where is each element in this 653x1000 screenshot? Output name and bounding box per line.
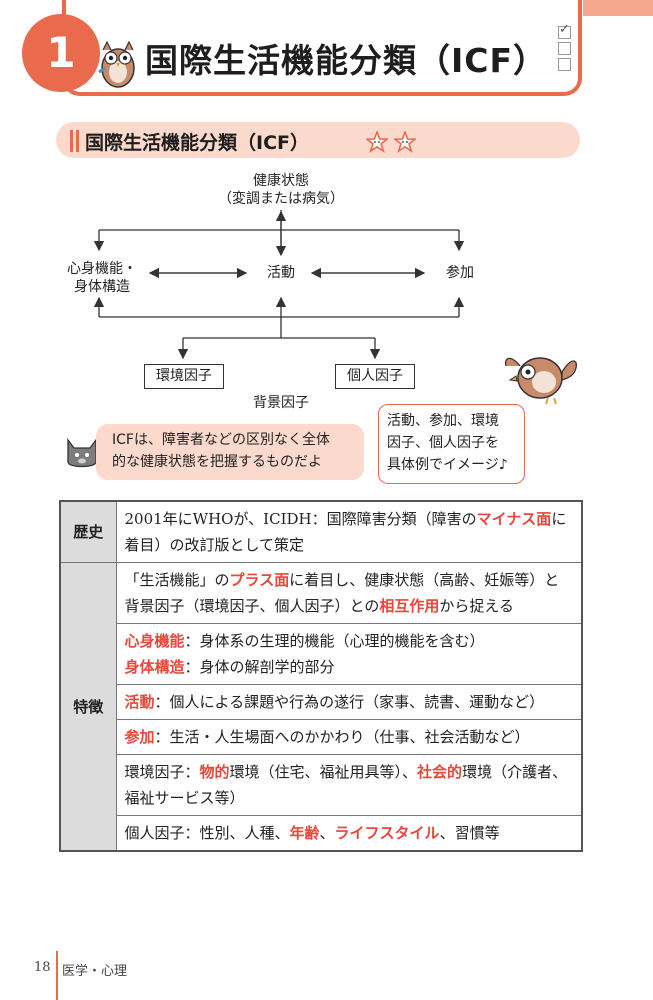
cell-text: ：身体の解剖学的部分 <box>184 658 335 676</box>
feature-cell: 個人因子：性別、人種、年齢、ライフスタイル、習慣等 <box>115 815 583 852</box>
cell-text: 環境因子： <box>124 763 200 781</box>
checkbox-icon[interactable] <box>558 58 571 71</box>
page-title: 国際生活機能分類（ICF） <box>145 41 548 80</box>
section-accent <box>76 130 79 152</box>
star-icon <box>366 131 388 153</box>
checkbox-checked-icon[interactable] <box>558 22 571 39</box>
bubble-right-line1: 活動、参加、環境 <box>387 413 499 429</box>
speech-bubble-left: ICFは、障害者などの区別なく全体 的な健康状態を把握するものだよ <box>96 424 364 480</box>
icf-diagram <box>93 210 465 360</box>
cell-text: 、習慣等 <box>439 824 500 842</box>
section-bar <box>56 122 580 158</box>
page-category: 医学・心理 <box>62 964 128 979</box>
highlight-text: 物的 <box>199 763 230 781</box>
speech-bubble-right: 活動、参加、環境 因子、個人因子を 具体例でイメージ♪ <box>378 404 525 484</box>
checkbox-icon[interactable] <box>558 42 571 55</box>
highlight-text: 社会的 <box>417 763 463 781</box>
cell-text: から捉える <box>439 597 514 615</box>
highlight-text: プラス面 <box>229 571 290 589</box>
page-number: 18 <box>34 960 51 975</box>
cell-text: 環境（住宅、福祉用具等）、 <box>229 763 418 781</box>
chapter-number: 1 <box>22 14 100 92</box>
cell-text: 「生活機能」の <box>124 571 230 589</box>
feature-cell: 環境因子：物的環境（住宅、福祉用具等）、社会的環境（介護者、福祉サービス等） <box>115 754 583 816</box>
feature-cell: 「生活機能」のプラス面に着目し、健康状態（高齢、妊娠等）と背景因子（環境因子、個… <box>115 562 583 624</box>
cell-text: ：身体系の生理的機能（心理的機能を含む） <box>184 632 485 650</box>
table-row: 活動：個人による課題や行為の遂行（家事、読書、運動など） <box>60 684 583 720</box>
highlight-text: 参加 <box>124 728 155 746</box>
checkbox-group <box>558 22 572 74</box>
star-icon <box>394 131 416 153</box>
bubble-right-line2: 因子、個人因子を <box>387 435 499 451</box>
diagram-environment-box: 環境因子 <box>144 364 224 389</box>
owl-icon <box>504 357 578 405</box>
table-row: 参加：生活・人生場面へのかかわり（仕事、社会活動など） <box>60 719 583 755</box>
icf-table: 歴史 2001年にWHOが、ICIDH：国際障害分類（障害のマイナス面に着目）の… <box>59 500 583 852</box>
cell-text: に着目し、健康状態（高齢、妊娠等）と背景因子（環境因子、個人因子）との <box>124 571 560 615</box>
diagram-health-label: 健康状態 <box>253 173 309 189</box>
section-accent <box>70 130 73 152</box>
cell-text: ：生活・人生場面へのかかわり（仕事、社会活動など） <box>154 728 530 746</box>
row-header-history: 歴史 <box>59 500 117 563</box>
diagram-participation-label: 参加 <box>446 265 474 281</box>
table-row: 特徴 「生活機能」のプラス面に着目し、健康状態（高齢、妊娠等）と背景因子（環境因… <box>59 562 583 852</box>
cat-icon <box>67 438 97 468</box>
highlight-text: 身体構造 <box>124 658 185 676</box>
bubble-left-line2: 的な健康状態を把握するものだよ <box>112 454 322 470</box>
cell-text: ：個人による課題や行為の遂行（家事、読書、運動など） <box>154 693 545 711</box>
diagram-background-label: 背景因子 <box>253 395 309 411</box>
table-row: 個人因子：性別、人種、年齢、ライフスタイル、習慣等 <box>60 815 583 852</box>
history-cell: 2001年にWHOが、ICIDH：国際障害分類（障害のマイナス面に着目）の改訂版… <box>115 500 583 563</box>
diagram-body-structure-label: 身体構造 <box>74 279 130 295</box>
feature-cell: 参加：生活・人生場面へのかかわり（仕事、社会活動など） <box>115 719 583 755</box>
highlight-text: ライフスタイル <box>334 824 440 842</box>
cell-text: 個人因子：性別、人種、 <box>124 824 290 842</box>
highlight-text: 心身機能 <box>124 632 185 650</box>
highlight-text: 年齢 <box>289 824 320 842</box>
diagram-health-sublabel: （変調または病気） <box>218 191 344 207</box>
diagram-personal-box: 個人因子 <box>335 364 415 389</box>
highlight-text: マイナス面 <box>476 510 552 528</box>
highlight-text: 活動 <box>124 693 155 711</box>
cell-text: に着目）の改訂版として策定 <box>124 510 567 554</box>
section-title: 国際生活機能分類（ICF） <box>85 132 309 154</box>
row-header-features: 特徴 <box>59 562 117 852</box>
feature-cell: 心身機能：身体系の生理的機能（心理的機能を含む） 身体構造：身体の解剖学的部分 <box>115 623 583 685</box>
cell-text: 2001年にWHOが、ICIDH：国際障害分類（障害の <box>124 510 477 528</box>
table-row: 環境因子：物的環境（住宅、福祉用具等）、社会的環境（介護者、福祉サービス等） <box>60 754 583 816</box>
bubble-right-line3: 具体例でイメージ♪ <box>387 457 508 473</box>
highlight-text: 相互作用 <box>379 597 440 615</box>
owl-icon <box>98 40 135 88</box>
feature-cell: 活動：個人による課題や行為の遂行（家事、読書、運動など） <box>115 684 583 720</box>
table-row: 歴史 2001年にWHOが、ICIDH：国際障害分類（障害のマイナス面に着目）の… <box>59 500 583 563</box>
top-stripe <box>583 0 653 16</box>
bubble-left-line1: ICFは、障害者などの区別なく全体 <box>112 432 330 448</box>
cell-text: 、 <box>319 824 335 842</box>
diagram-body-function-label: 心身機能・ <box>67 261 137 277</box>
cell-text: 環境（介護者、福祉サービス等） <box>124 763 568 807</box>
header-banner <box>62 0 582 96</box>
diagram-activity-label: 活動 <box>267 265 295 281</box>
table-row: 心身機能：身体系の生理的機能（心理的機能を含む） 身体構造：身体の解剖学的部分 <box>60 623 583 685</box>
footer-divider <box>56 951 58 1000</box>
